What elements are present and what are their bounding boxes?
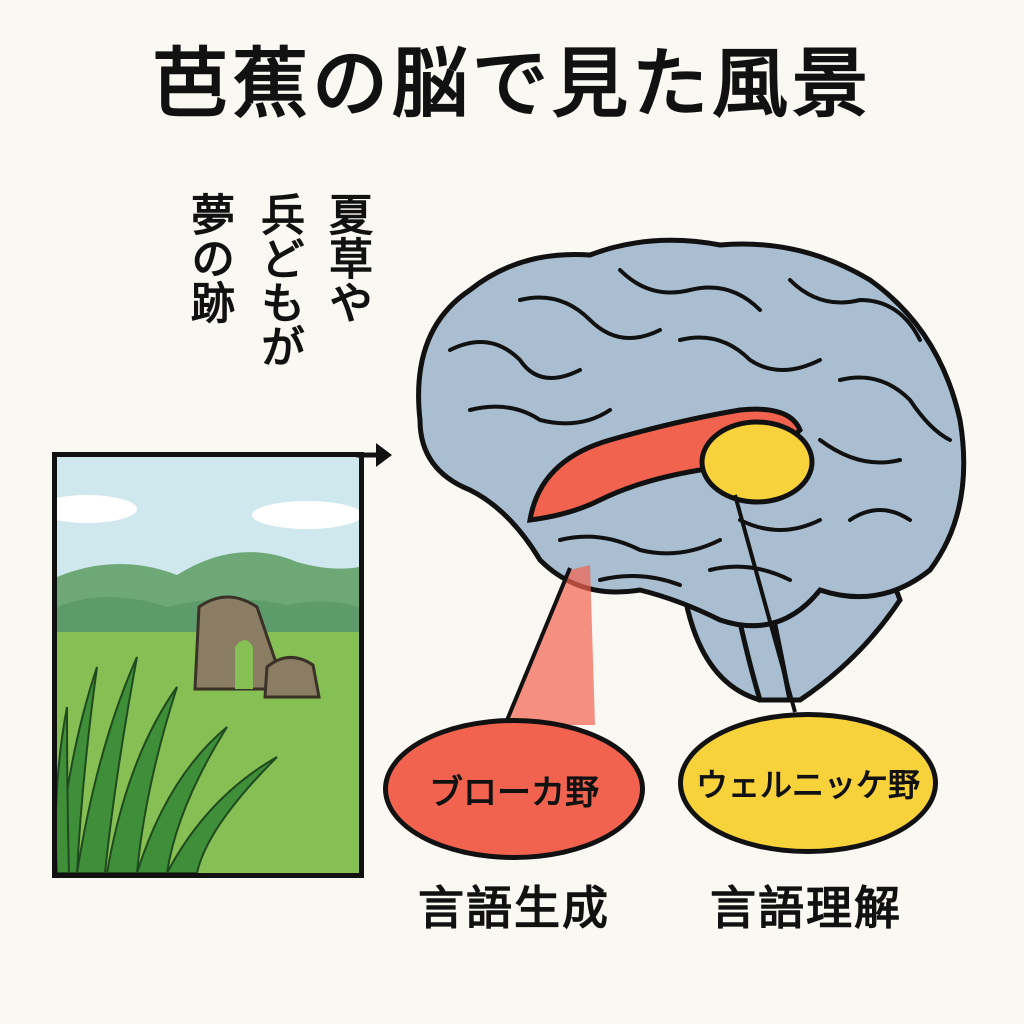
broca-label-oval: ブローカ野 [383,718,645,860]
ruin-stone [263,656,321,699]
haiku-line-3: 夢の跡 [183,192,234,324]
haiku-line-1: 夏草や [321,192,372,324]
ruin-arch [235,640,253,689]
broca-label: ブローカ野 [429,772,599,813]
brain-folds [448,268,952,587]
broca-connector [505,565,595,725]
broca-function: 言語生成 [418,881,610,935]
cloud [252,501,359,529]
haiku-line-2: 兵どもが [253,192,304,368]
cloud [57,495,137,523]
page-title: 芭蕉の脳で見た風景 [152,39,872,128]
landscape-panel [52,452,364,878]
wernicke-function: 言語理解 [710,881,902,935]
wernicke-label-oval: ウェルニッケ野 [678,712,938,854]
broca-connector-line [503,567,572,726]
wernicke-connector-line [733,494,797,713]
landscape-illustration [57,457,359,873]
wernicke-area [699,419,815,505]
foreground-grass [57,656,278,873]
wernicke-label: ウェルニッケ野 [695,766,920,804]
arrow-icon [356,443,392,467]
